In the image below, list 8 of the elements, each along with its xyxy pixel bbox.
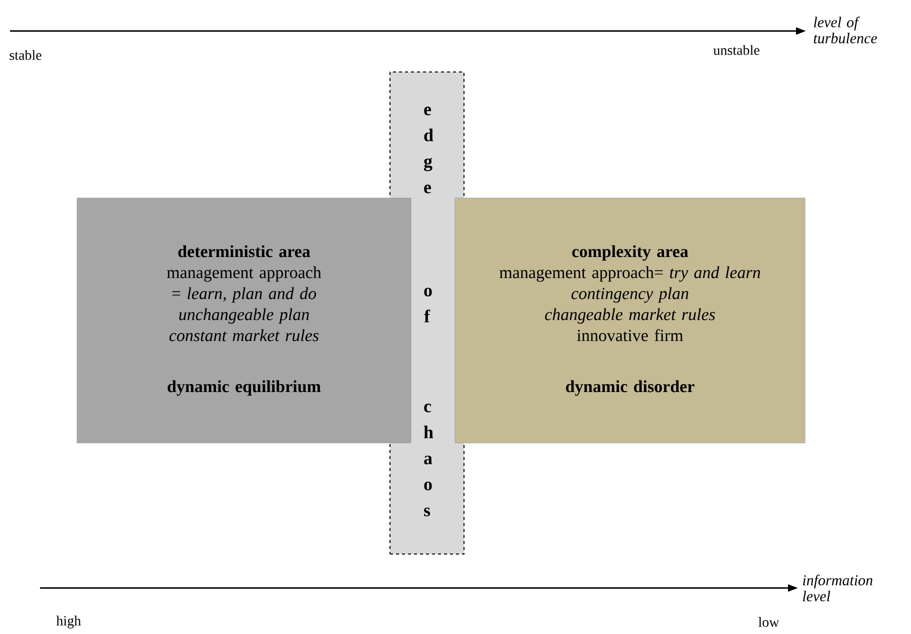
axis-label: stable [10, 50, 42, 60]
axis-label: unstable [713, 45, 760, 55]
axis-label: low [758, 617, 780, 627]
axis-label: information level [803, 574, 872, 602]
area-box: complexity area management approach= try and learn contingency plan changeable market rules innovative firm dynamic disorder [454, 198, 806, 444]
axis-label: level of turbulence [814, 16, 878, 44]
area-box: deterministic area management approach = learn, plan and do unchangeable plan constant market rules dynamic equilibrium [76, 198, 412, 444]
axis-label: high [56, 616, 81, 628]
